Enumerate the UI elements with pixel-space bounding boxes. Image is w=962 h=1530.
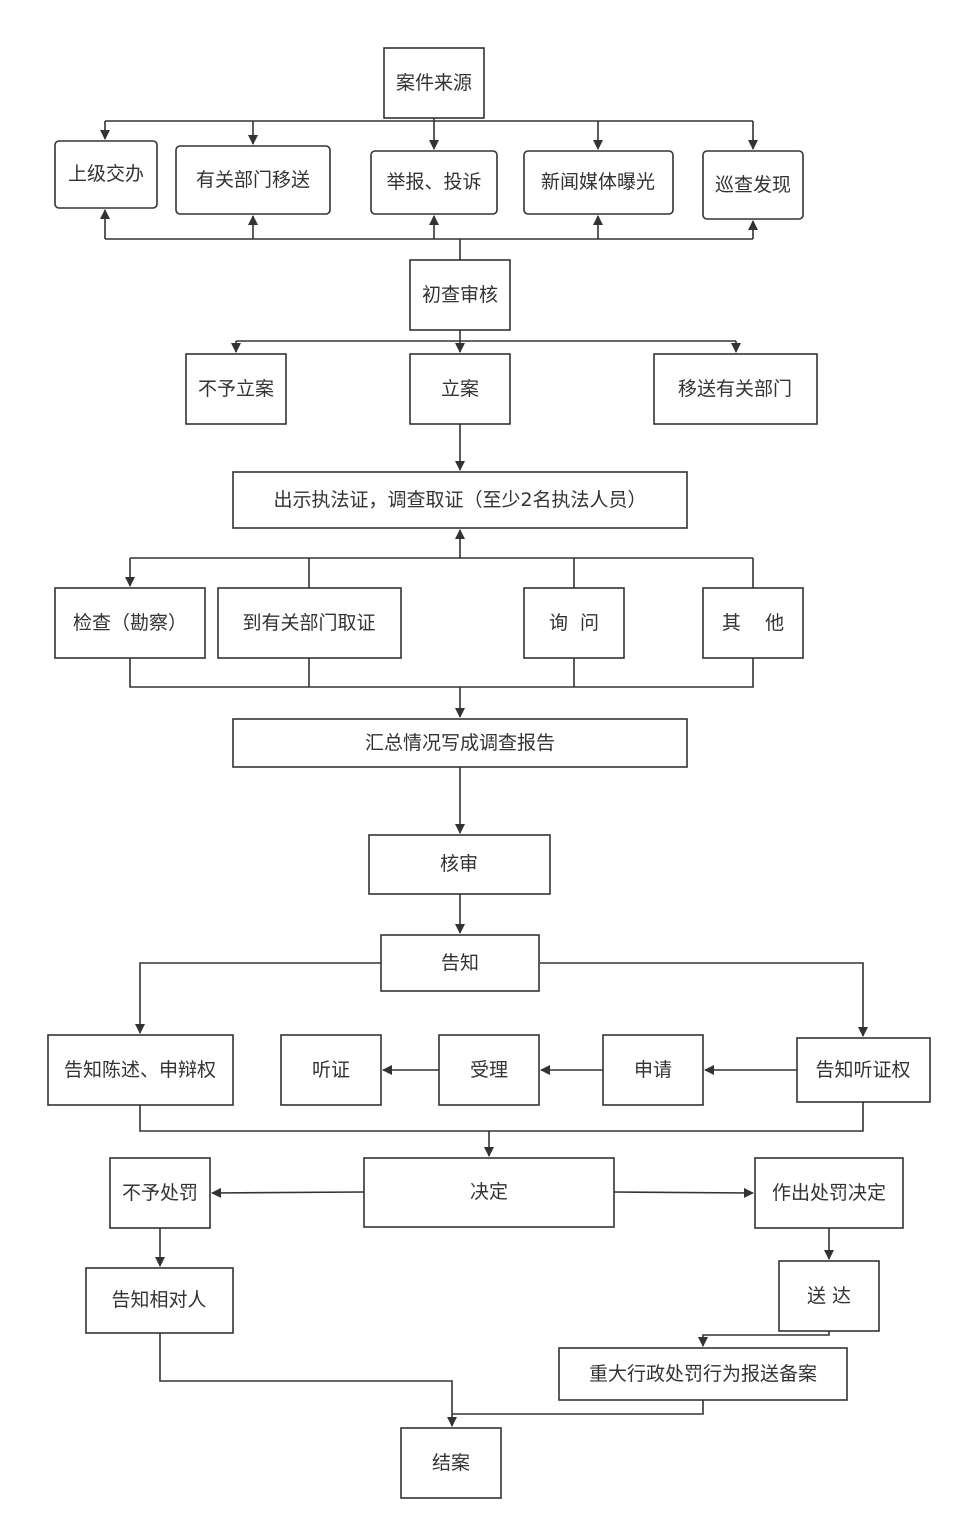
- node-initial-review: 初查审核: [409, 259, 511, 331]
- node-report-complaint: 举报、投诉: [370, 150, 498, 215]
- node-label: 告知听证权: [815, 1059, 910, 1081]
- node-label: 汇总情况写成调查报告: [365, 732, 555, 754]
- node-inquiry: 询 问: [523, 587, 625, 659]
- edge-notify-to-hearing-right: [540, 962, 868, 1037]
- node-case-source: 案件来源: [383, 47, 485, 119]
- node-filing: 立案: [409, 353, 511, 425]
- node-make-penalty-decision: 作出处罚决定: [754, 1157, 904, 1229]
- node-label: 检查（勘察）: [73, 612, 187, 634]
- node-label: 询 问: [549, 612, 599, 634]
- node-label: 核审: [440, 853, 478, 875]
- node-apply: 申请: [602, 1034, 704, 1106]
- node-label: 申请: [634, 1059, 672, 1081]
- node-summary-report: 汇总情况写成调查报告: [232, 718, 688, 768]
- node-label: 不予立案: [198, 378, 274, 400]
- edge-methods-bottom-bus: [129, 658, 754, 688]
- node-collect-evidence: 到有关部门取证: [217, 587, 402, 659]
- node-dept-transfer: 有关部门移送: [175, 145, 331, 215]
- node-label: 不予处罚: [122, 1182, 198, 1204]
- node-label: 告知: [441, 952, 479, 974]
- node-label: 结案: [432, 1452, 470, 1474]
- node-label: 到有关部门取证: [242, 612, 375, 634]
- edge-source-bottom-bus: [105, 238, 753, 260]
- node-label: 有关部门移送: [196, 169, 310, 191]
- node-label: 其 他: [722, 612, 784, 634]
- edge-merge-to-decision: [139, 1102, 864, 1132]
- node-superior-assign: 上级交办: [54, 140, 158, 209]
- node-transfer-dept: 移送有关部门: [653, 353, 818, 425]
- node-label: 重大行政处罚行为报送备案: [589, 1363, 817, 1385]
- edge-review-split-bus: [236, 330, 736, 342]
- node-notify-statement-right: 告知陈述、申辩权: [47, 1034, 234, 1106]
- node-label: 送 达: [807, 1285, 851, 1307]
- node-notify-hearing-right: 告知听证权: [796, 1037, 931, 1103]
- node-media-exposure: 新闻媒体曝光: [523, 150, 674, 215]
- node-label: 上级交办: [68, 163, 144, 185]
- node-other: 其 他: [702, 587, 804, 659]
- node-major-penalty-report: 重大行政处罚行为报送备案: [558, 1347, 848, 1401]
- node-label: 举报、投诉: [386, 171, 481, 193]
- node-label: 听证: [312, 1059, 350, 1081]
- node-hearing: 听证: [280, 1034, 382, 1106]
- node-label: 受理: [470, 1059, 508, 1081]
- node-label: 案件来源: [396, 72, 472, 94]
- node-label: 移送有关部门: [678, 378, 792, 400]
- node-verify: 核审: [368, 834, 551, 895]
- node-label: 决定: [470, 1181, 508, 1203]
- node-label: 初查审核: [422, 284, 498, 306]
- nodes: 案件来源 上级交办 有关部门移送 举报、投诉 新闻媒体曝光 巡查发现 初查审核: [47, 47, 931, 1499]
- node-show-credentials: 出示执法证，调查取证（至少2名执法人员）: [232, 471, 688, 529]
- edge-deliver-to-major-report: [698, 1331, 830, 1347]
- edge-decision-to-no-penalty: [211, 1187, 365, 1198]
- node-label: 巡查发现: [715, 174, 791, 196]
- node-inspection: 检查（勘察）: [54, 587, 206, 659]
- edges: [100, 118, 868, 1427]
- edge-notify-to-statement-right: [135, 962, 381, 1034]
- node-label: 新闻媒体曝光: [541, 171, 655, 193]
- node-label: 出示执法证，调查取证（至少2名执法人员）: [273, 489, 646, 511]
- edge-notify-party-to-close: [159, 1333, 457, 1427]
- node-label: 告知相对人: [111, 1289, 206, 1311]
- node-deliver: 送 达: [778, 1260, 880, 1332]
- edge-major-report-to-close: [452, 1400, 704, 1415]
- node-patrol-discover: 巡查发现: [702, 150, 804, 220]
- node-label: 告知陈述、申辩权: [64, 1059, 216, 1081]
- node-close-case: 结案: [400, 1427, 502, 1499]
- node-decision: 决定: [363, 1157, 615, 1228]
- edge-decision-to-penalty: [613, 1187, 754, 1198]
- node-notify: 告知: [380, 934, 540, 992]
- node-no-filing: 不予立案: [185, 353, 287, 425]
- node-no-penalty: 不予处罚: [109, 1157, 211, 1229]
- node-label: 立案: [441, 378, 479, 400]
- node-notify-party: 告知相对人: [85, 1267, 234, 1334]
- node-accept: 受理: [438, 1034, 540, 1106]
- node-label: 作出处罚决定: [772, 1182, 886, 1204]
